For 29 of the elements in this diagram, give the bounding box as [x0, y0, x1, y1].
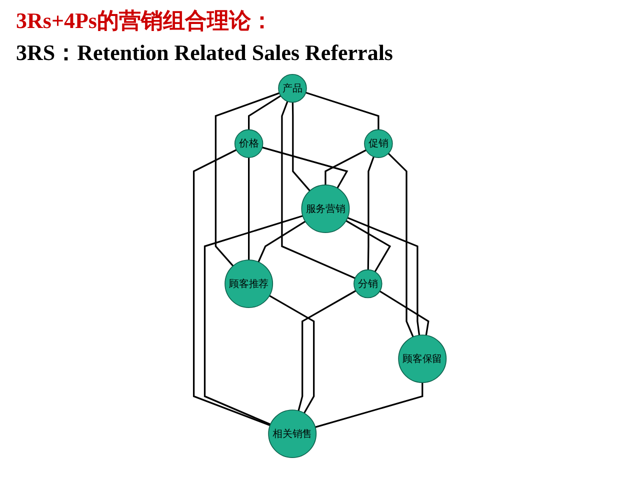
- node-circle: 促销: [364, 129, 393, 158]
- connector: [269, 294, 315, 414]
- connector: [324, 149, 366, 185]
- connector: [347, 217, 420, 336]
- connector: [292, 102, 310, 192]
- connector: [346, 220, 392, 272]
- connector: [281, 101, 356, 279]
- heading-text: 3Rs+4Ps的营销组合理论：: [16, 7, 274, 35]
- connector: [248, 158, 250, 260]
- node-circle: 顾客保留: [398, 334, 447, 384]
- bullet-text: 3RS：Retention Related Sales Referrals: [16, 39, 394, 67]
- connector: [306, 92, 380, 130]
- node-circle: 服务营销: [301, 184, 350, 234]
- connector: [262, 146, 348, 189]
- connector: [204, 215, 303, 426]
- connector: [367, 156, 374, 270]
- node-circle: 价格: [234, 129, 264, 158]
- node-circle: 相关销售: [268, 410, 317, 458]
- connector: [214, 92, 280, 266]
- node-circle: 分销: [354, 269, 382, 298]
- connector: [258, 220, 306, 262]
- connector: [388, 152, 414, 338]
- connector: [315, 382, 424, 428]
- node-circle: 顾客推荐: [224, 260, 274, 308]
- connector: [298, 290, 356, 411]
- connector: [379, 290, 430, 336]
- node-circle: 产品: [278, 74, 307, 103]
- connector: [192, 149, 270, 426]
- connector: [248, 95, 282, 130]
